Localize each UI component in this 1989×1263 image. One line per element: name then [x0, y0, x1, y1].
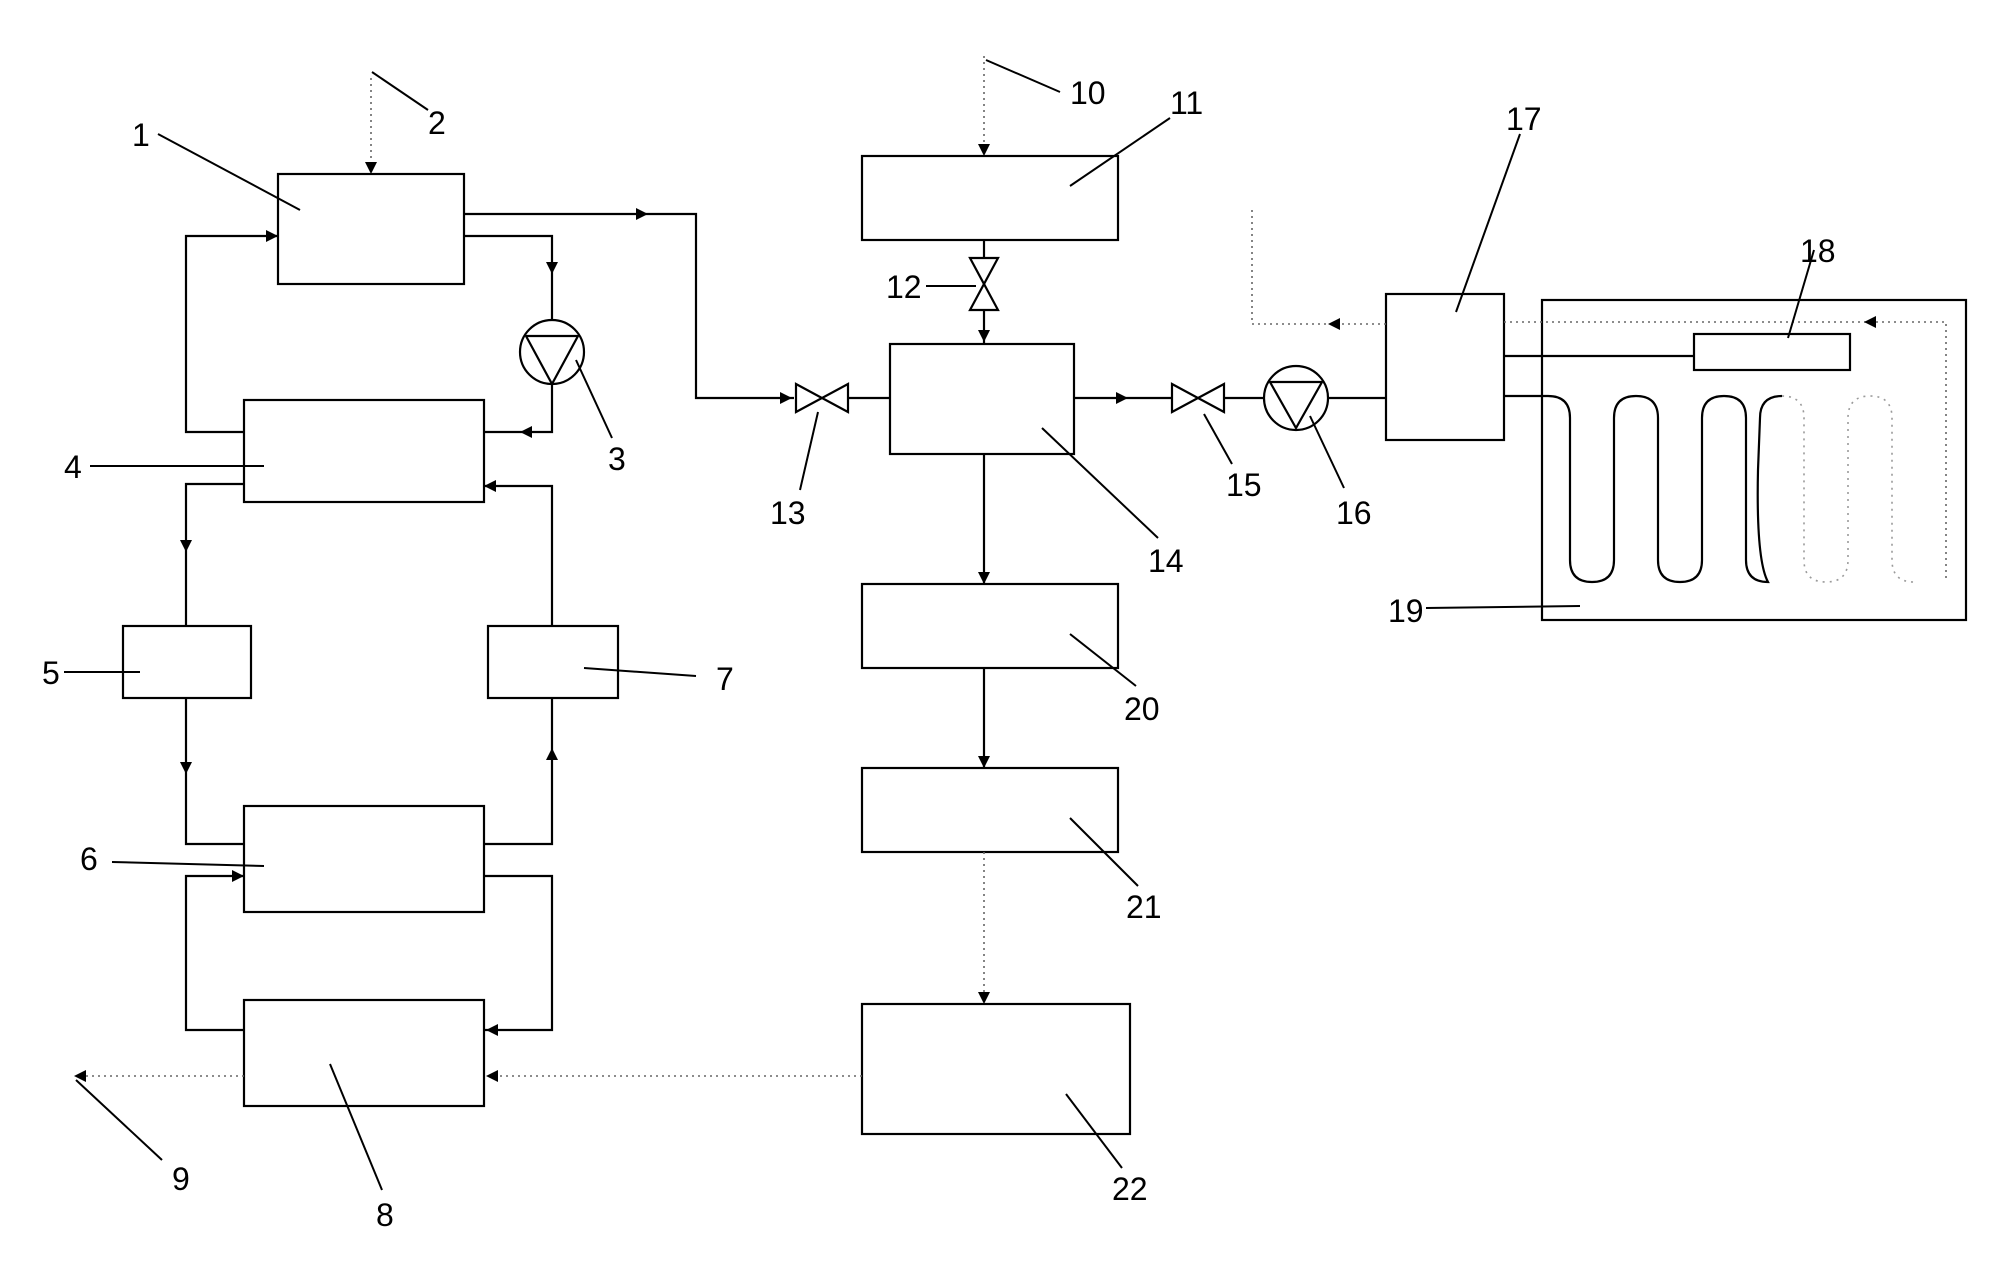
pipe-6-to-8: [484, 874, 554, 1032]
arrow-to-6: [180, 762, 192, 774]
label-1: 1: [132, 117, 150, 153]
arrow-output-9: [74, 1070, 86, 1082]
line-17-out: [1251, 206, 1386, 325]
leader-14: [1041, 427, 1159, 539]
leader-11: [1069, 117, 1171, 187]
box-7: [486, 624, 620, 700]
pipe-1-to-13: [464, 212, 794, 400]
arrow-line-1-14: [636, 208, 648, 220]
leader-10: [985, 59, 1061, 93]
label-9: 9: [172, 1161, 190, 1197]
leader-22: [1065, 1093, 1123, 1169]
label-12: 12: [886, 269, 922, 305]
pump-3-triangle: [524, 334, 580, 387]
pump-16: [1262, 364, 1330, 432]
pipe-pump-3-to-4: [484, 384, 554, 434]
leader-18: [1787, 249, 1815, 339]
label-14: 14: [1148, 543, 1184, 579]
arrow-into-1: [365, 162, 377, 174]
label-22: 22: [1112, 1171, 1148, 1207]
leader-15: [1203, 413, 1233, 465]
label-15: 15: [1226, 467, 1262, 503]
box-22: [860, 1002, 1132, 1136]
pipe-6-to-7: [484, 698, 554, 846]
leader-19: [1425, 605, 1581, 609]
pipe-5-to-6: [184, 698, 244, 846]
label-3: 3: [608, 441, 626, 477]
box-1: [276, 172, 466, 286]
box-20: [860, 582, 1120, 670]
leader-17: [1455, 133, 1521, 313]
pump-3: [518, 318, 586, 386]
label-19: 19: [1388, 593, 1424, 629]
label-2: 2: [428, 105, 446, 141]
pipe-7-to-4: [484, 484, 554, 626]
arrow-19-return: [1864, 316, 1876, 328]
pump-16-triangle: [1268, 380, 1324, 431]
coil-19: [1504, 394, 1783, 584]
label-8: 8: [376, 1197, 394, 1233]
pipe-4-to-5: [184, 482, 244, 626]
box-18: [1692, 332, 1852, 372]
coil-19-faint: [1781, 395, 1915, 583]
label-21: 21: [1126, 889, 1162, 925]
arrow-into-20: [978, 572, 990, 584]
box-6: [242, 804, 486, 914]
leader-16: [1309, 415, 1345, 489]
valve-15: [1170, 382, 1226, 414]
valve-13: [794, 382, 850, 414]
label-13: 13: [770, 495, 806, 531]
leader-1: [157, 133, 301, 211]
label-6: 6: [80, 841, 98, 877]
label-11: 11: [1170, 85, 1203, 121]
label-17: 17: [1506, 101, 1542, 137]
arrow-to-15: [1116, 392, 1128, 404]
pipe-4-to-1: [184, 234, 278, 434]
arrow-into-4-lower: [484, 480, 496, 492]
arrow-into-8: [486, 1024, 498, 1036]
arrow-to-5: [180, 540, 192, 552]
leader-20: [1069, 633, 1137, 687]
valve-12: [968, 256, 1000, 312]
arrow-into-21: [978, 756, 990, 768]
arrow-to-pump-3: [546, 262, 558, 274]
arrow-into-4: [520, 426, 532, 438]
label-4: 4: [64, 449, 82, 485]
leader-9: [75, 1079, 163, 1161]
line-19-return: [1504, 321, 1947, 580]
leader-6: [111, 861, 265, 867]
leader-13: [799, 411, 819, 491]
leader-8: [329, 1063, 383, 1191]
box-14: [888, 342, 1076, 456]
box-4: [242, 398, 486, 504]
label-20: 20: [1124, 691, 1160, 727]
box-5: [121, 624, 253, 700]
arrow-into-11: [978, 144, 990, 156]
box-17: [1384, 292, 1506, 442]
pipe-1-to-pump-3: [464, 234, 554, 320]
label-18: 18: [1800, 233, 1836, 269]
pipe-8-to-6: [184, 874, 244, 1032]
arrow-into-8-right: [486, 1070, 498, 1082]
leader-2: [371, 71, 429, 111]
box-8: [242, 998, 486, 1108]
label-16: 16: [1336, 495, 1372, 531]
arrow-into-14-top: [978, 330, 990, 342]
leader-21: [1069, 817, 1139, 887]
arrow-to-13: [780, 392, 792, 404]
arrow-into-22: [978, 992, 990, 1004]
label-10: 10: [1070, 75, 1106, 111]
leader-7: [583, 667, 697, 677]
label-7: 7: [716, 661, 734, 697]
arrow-out-17: [1328, 318, 1340, 330]
box-11: [860, 154, 1120, 242]
leader-3: [575, 359, 613, 439]
arrow-to-7: [546, 748, 558, 760]
box-21: [860, 766, 1120, 854]
arrow-into-1-left: [266, 230, 278, 242]
arrow-into-6-lower: [232, 870, 244, 882]
label-5: 5: [42, 655, 60, 691]
